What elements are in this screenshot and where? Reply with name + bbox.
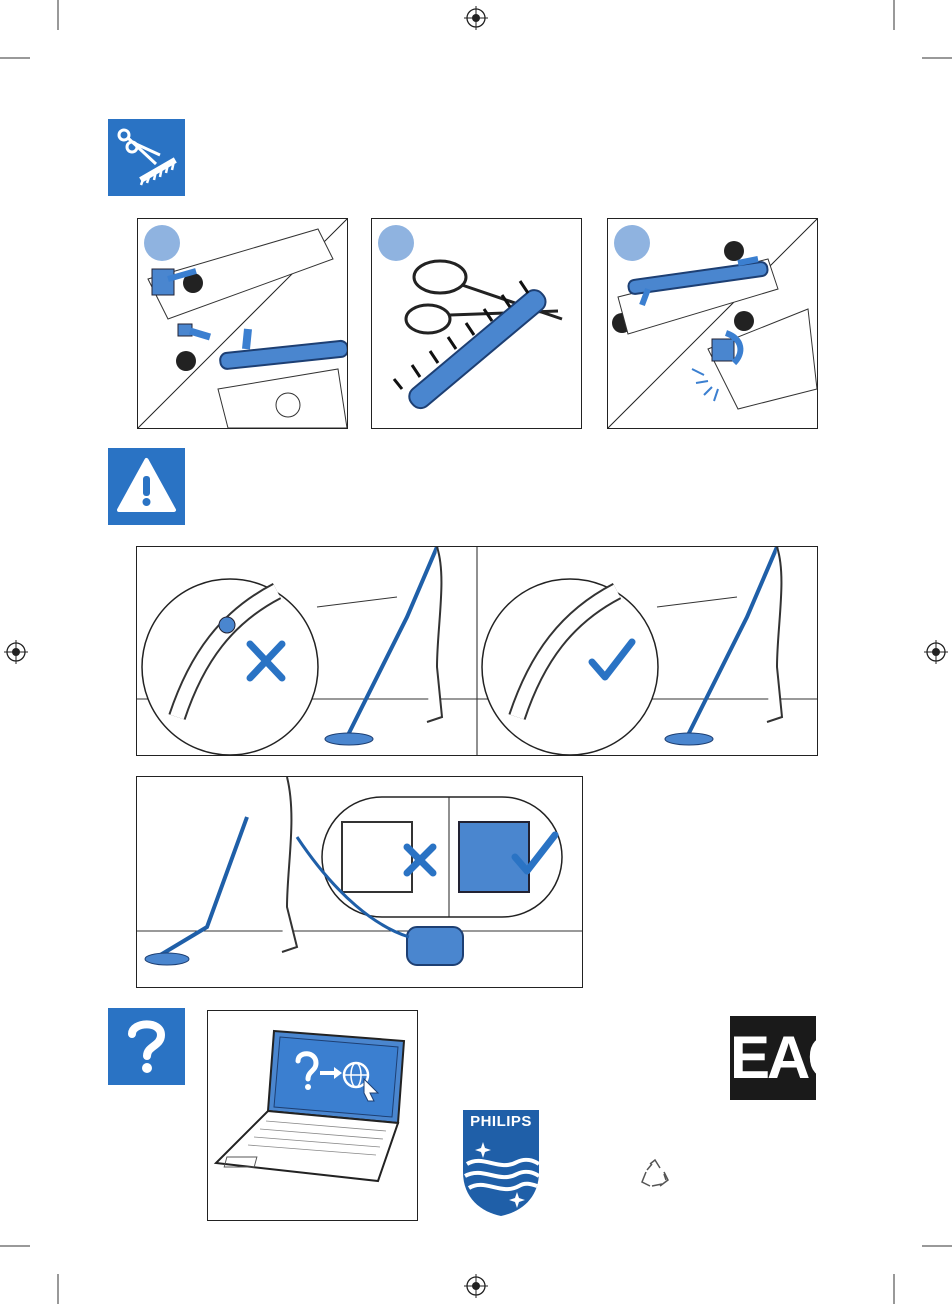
step-panel-cut-hair [371,218,582,429]
registration-mark-left-icon [4,640,28,664]
brush-removal-illustration [138,219,347,428]
recycle-icon [638,1158,672,1192]
correct-check-icon [585,641,633,681]
step-panel-reinsert-brush [607,218,818,429]
question-mark-icon [108,1008,185,1085]
wrong-side [142,547,442,755]
wrong-cross-icon [245,641,285,681]
eac-certification-mark: EAC [730,1016,816,1100]
registration-mark-top-icon [464,6,488,30]
laptop-online-help-panel [207,1010,418,1221]
filter-comparison-panel [136,776,583,988]
warning-triangle-icon [108,448,185,525]
philips-logo-text: PHILIPS [459,1113,543,1130]
scissors-brush-icon [108,119,185,196]
scissors-cutting-hair-illustration [372,219,581,428]
registration-mark-bottom-icon [464,1274,488,1298]
registration-mark-right-icon [924,640,948,664]
laptop-help-illustration [208,1011,417,1220]
step-panel-remove-brush [137,218,348,429]
brush-reinsert-illustration [608,219,817,428]
suction-comparison-panel [136,546,818,756]
